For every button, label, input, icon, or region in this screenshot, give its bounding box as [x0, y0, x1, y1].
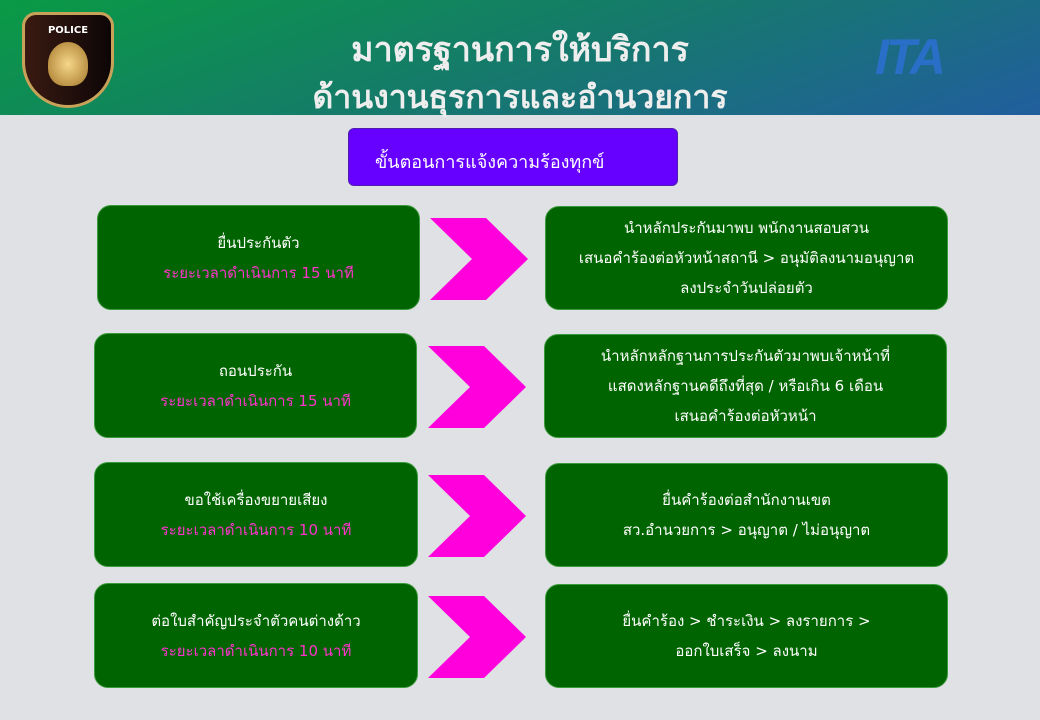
chevron-right-icon — [428, 596, 526, 678]
police-logo: POLICE — [22, 12, 114, 108]
ita-logo: ITA — [875, 29, 946, 85]
service-name: ขอใช้เครื่องขยายเสียง — [184, 490, 328, 509]
procedure-box: ยื่นคำร้องต่อสำนักงานเขตสว.อำนวยการ > อน… — [545, 463, 948, 567]
service-box: ถอนประกันระยะเวลาดำเนินการ 15 นาที — [94, 333, 417, 438]
procedure-box: ยื่นคำร้อง > ชำระเงิน > ลงรายการ > ออกใบเ… — [545, 584, 948, 688]
procedure-step: นำหลักหลักฐานการประกันตัวมาพบเจ้าหน้าที่ — [600, 347, 891, 365]
procedure-step: เสนอคำร้องต่อหัวหน้า — [674, 407, 817, 425]
procedure-step: ยื่นคำร้องต่อสำนักงานเขต — [662, 491, 831, 509]
procedure-step: แสดงหลักฐานคดีถึงที่สุด / หรือเกิน 6 เดื… — [607, 377, 884, 395]
service-name: ยื่นประกันตัว — [217, 233, 300, 252]
service-name: ต่อใบสำคัญประจำตัวคนต่างด้าว — [151, 611, 361, 630]
service-box: ต่อใบสำคัญประจำตัวคนต่างด้าวระยะเวลาดำเน… — [94, 583, 418, 688]
section-title: ขั้นตอนการแจ้งความร้องทุกข์ — [348, 128, 678, 186]
procedure-step: ยื่นคำร้อง > ชำระเงิน > ลงรายการ > — [622, 612, 871, 630]
procedure-box: นำหลักหลักฐานการประกันตัวมาพบเจ้าหน้าที่… — [544, 334, 947, 438]
procedure-step: นำหลักประกันมาพบ พนักงานสอบสวน — [623, 219, 870, 237]
police-logo-text: POLICE — [47, 25, 89, 36]
chevron-right-icon — [430, 218, 528, 300]
service-time: ระยะเวลาดำเนินการ 10 นาที — [160, 520, 352, 539]
procedure-step: ลงประจำวันปล่อยตัว — [680, 279, 813, 297]
page-title: มาตรฐานการให้บริการ — [351, 31, 689, 69]
chevron-right-icon — [428, 346, 526, 428]
service-box: ยื่นประกันตัวระยะเวลาดำเนินการ 15 นาที — [97, 205, 420, 310]
service-box: ขอใช้เครื่องขยายเสียงระยะเวลาดำเนินการ 1… — [94, 462, 418, 567]
service-time: ระยะเวลาดำเนินการ 10 นาที — [160, 641, 352, 660]
procedure-step: ออกใบเสร็จ > ลงนาม — [675, 642, 818, 660]
service-name: ถอนประกัน — [218, 361, 293, 380]
elephant-emblem-icon — [48, 42, 88, 86]
procedure-step: สว.อำนวยการ > อนุญาต / ไม่อนุญาต — [622, 521, 871, 539]
chevron-right-icon — [428, 475, 526, 557]
service-time: ระยะเวลาดำเนินการ 15 นาที — [160, 391, 351, 410]
page-subtitle: ด้านงานธุรการและอำนวยการ — [312, 79, 728, 115]
procedure-box: นำหลักประกันมาพบ พนักงานสอบสวนเสนอคำร้อง… — [545, 206, 948, 310]
service-time: ระยะเวลาดำเนินการ 15 นาที — [163, 263, 354, 282]
procedure-step: เสนอคำร้องต่อหัวหน้าสถานี > อนุมัติลงนาม… — [578, 249, 915, 267]
header-banner: POLICE มาตรฐานการให้บริการ ด้านงานธุรการ… — [0, 0, 1040, 115]
